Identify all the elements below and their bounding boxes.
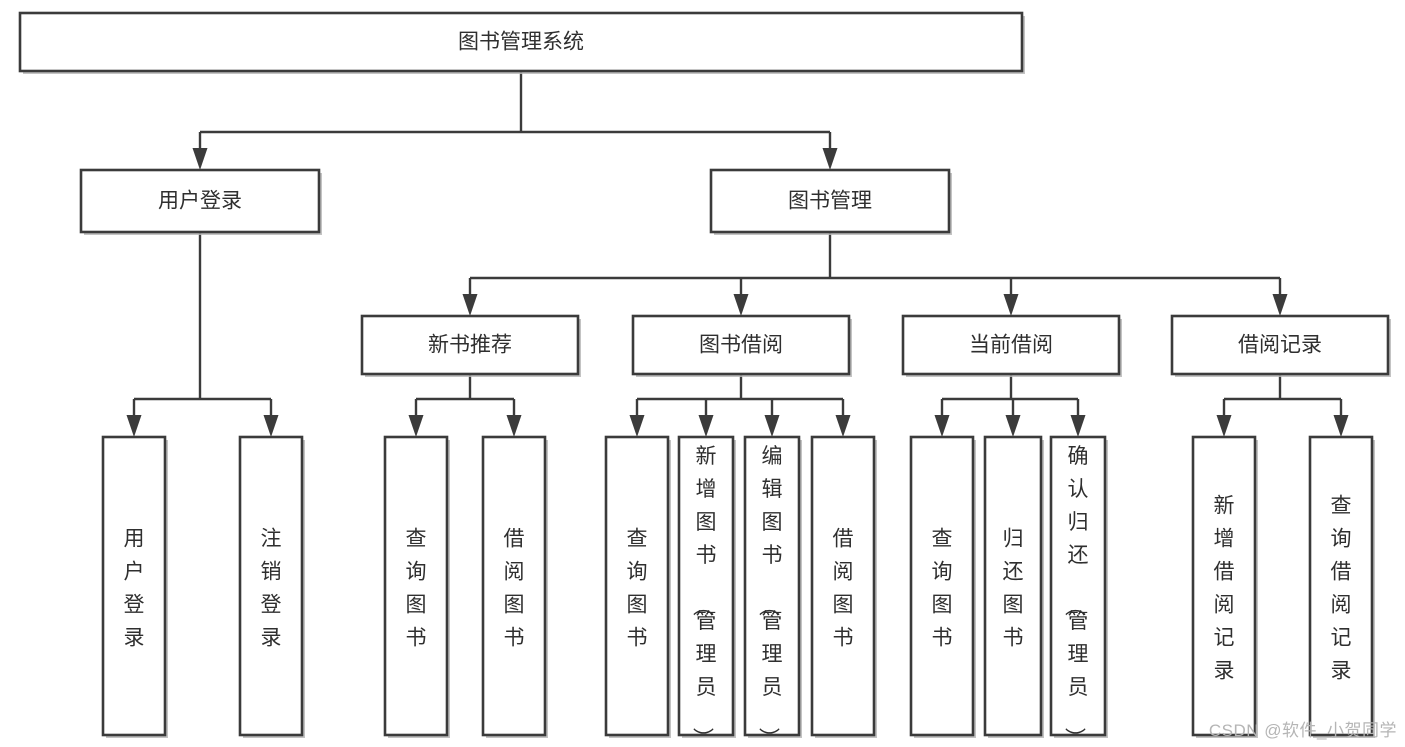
node-label: 查询图书 — [406, 528, 427, 650]
node-rect[interactable] — [1170, 314, 1390, 376]
node-label: 查询图书 — [627, 528, 648, 650]
node-label: 借阅图书 — [833, 528, 854, 650]
node-l4-query-book-c[interactable]: 查询图书 — [909, 435, 976, 738]
node-l3-records[interactable]: 借阅记录 — [1170, 314, 1391, 377]
node-label: 编辑图书（管理员） — [757, 445, 783, 747]
node-l3-current[interactable]: 当前借阅 — [901, 314, 1122, 377]
node-l3-new-book[interactable]: 新书推荐 — [360, 314, 581, 377]
node-rect[interactable] — [604, 435, 670, 737]
node-rect[interactable] — [677, 435, 735, 737]
edge-group-l2_book_mgmt — [462, 232, 1288, 316]
node-rect[interactable] — [983, 435, 1043, 737]
node-l3-borrow[interactable]: 图书借阅 — [631, 314, 852, 377]
node-label: 图书管理 — [788, 190, 872, 213]
node-label: 注销登录 — [261, 528, 282, 650]
node-l4-borrow-book-b[interactable]: 借阅图书 — [810, 435, 877, 738]
node-label: 图书借阅 — [699, 334, 783, 357]
edge-group-l3_borrow — [629, 374, 851, 437]
node-label: 查询图书 — [932, 528, 953, 650]
node-rect[interactable] — [1191, 435, 1257, 737]
node-l4-query-book-a[interactable]: 查询图书 — [383, 435, 450, 738]
node-l4-query-record[interactable]: 查询借阅记录 — [1308, 435, 1375, 738]
node-label: 确认归还（管理员） — [1063, 445, 1089, 747]
node-l4-confirm-return[interactable]: 确认归还（管理员） — [1049, 435, 1108, 747]
node-root[interactable]: 图书管理系统 — [18, 11, 1025, 74]
edge-group-l3_records — [1216, 374, 1349, 437]
node-rect[interactable] — [18, 11, 1024, 73]
node-rect[interactable] — [360, 314, 580, 376]
node-l4-add-book[interactable]: 新增图书（管理员） — [677, 435, 736, 747]
node-label: 当前借阅 — [969, 334, 1053, 357]
node-rect[interactable] — [383, 435, 449, 737]
node-label: 借阅图书 — [504, 528, 525, 650]
node-rect[interactable] — [79, 168, 321, 234]
node-rect[interactable] — [631, 314, 851, 376]
node-rect[interactable] — [901, 314, 1121, 376]
node-l4-edit-book[interactable]: 编辑图书（管理员） — [743, 435, 802, 747]
node-label: 归还图书 — [1003, 528, 1024, 650]
node-rect[interactable] — [101, 435, 167, 737]
node-label: 用户登录 — [124, 528, 145, 650]
node-l4-user-login[interactable]: 用户登录 — [101, 435, 168, 738]
edge-group-l3_current — [934, 374, 1086, 437]
node-rect[interactable] — [481, 435, 547, 737]
node-rect[interactable] — [743, 435, 801, 737]
connector-layer — [126, 71, 1349, 437]
edge-group-root — [192, 71, 838, 170]
edge-group-l3_new_book — [408, 374, 522, 437]
node-rect[interactable] — [1308, 435, 1374, 737]
node-l4-borrow-book-a[interactable]: 借阅图书 — [481, 435, 548, 738]
edge-group-l2_user_login — [126, 232, 279, 437]
node-label: 新增借阅记录 — [1214, 495, 1235, 683]
node-l4-add-record[interactable]: 新增借阅记录 — [1191, 435, 1258, 738]
node-l2-book-mgmt[interactable]: 图书管理 — [709, 168, 952, 235]
node-label: 借阅记录 — [1238, 334, 1322, 357]
node-rect[interactable] — [909, 435, 975, 737]
node-label: 新书推荐 — [428, 334, 512, 357]
node-label: 新增图书（管理员） — [691, 445, 717, 747]
node-label: 图书管理系统 — [458, 31, 584, 54]
node-rect[interactable] — [709, 168, 951, 234]
node-label: 查询借阅记录 — [1331, 495, 1352, 683]
node-l4-return-book[interactable]: 归还图书 — [983, 435, 1044, 738]
node-label: 用户登录 — [158, 190, 242, 213]
node-l4-query-book-b[interactable]: 查询图书 — [604, 435, 671, 738]
node-rect[interactable] — [1049, 435, 1107, 737]
node-rect[interactable] — [810, 435, 876, 737]
node-l2-user-login[interactable]: 用户登录 — [79, 168, 322, 235]
csdn-watermark: CSDN @软件_小贺同学 — [1208, 721, 1397, 740]
node-rect[interactable] — [238, 435, 304, 737]
node-layer: 图书管理系统用户登录图书管理新书推荐图书借阅当前借阅借阅记录用户登录注销登录查询… — [18, 11, 1391, 747]
node-l4-logout[interactable]: 注销登录 — [238, 435, 305, 738]
